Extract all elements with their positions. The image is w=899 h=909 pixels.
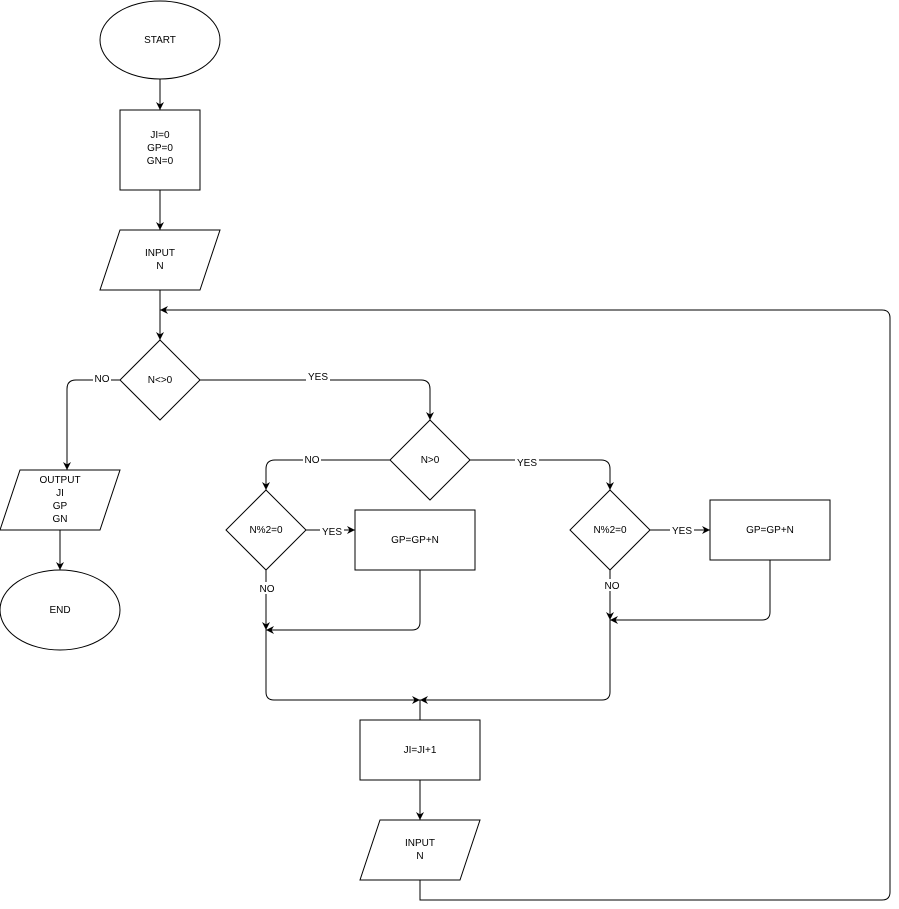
edge-nonzero-yes-to-positive — [200, 379, 434, 420]
decision-even-right: N%2=0 — [569, 489, 651, 571]
increment-label: JI=JI+1 — [404, 745, 437, 756]
process-right: GP=GP+N — [709, 499, 831, 561]
decision-nonzero-label: N<>0 — [148, 375, 173, 386]
end-label: END — [49, 605, 70, 616]
decision-even-right-label: N%2=0 — [593, 525, 627, 536]
decision-positive: N>0 — [389, 419, 471, 501]
output-line-3: GP — [53, 501, 68, 512]
input-n-loop-line-1: INPUT — [405, 838, 435, 849]
init-line-1: JI=0 — [150, 130, 170, 141]
edge-process-left-return — [266, 570, 421, 634]
edge-label-nonzero-no: NO — [95, 374, 110, 385]
output-node: OUTPUT JI GP GN — [0, 469, 121, 531]
output-line-4: GN — [53, 514, 68, 525]
process-right-label: GP=GP+N — [746, 525, 794, 536]
edge-positive-yes-to-even-right — [470, 459, 614, 490]
edge-label-even-right-yes: YES — [672, 526, 692, 537]
edge-label-even-right-no: NO — [605, 581, 620, 592]
input-n-loop-node: INPUT N — [359, 819, 481, 881]
input-n-node: INPUT N — [99, 229, 221, 291]
edge-label-even-left-yes: YES — [322, 527, 342, 538]
decision-even-left-label: N%2=0 — [249, 525, 283, 536]
input-n-line-1: INPUT — [145, 248, 175, 259]
edge-process-right-return — [610, 560, 771, 624]
decision-nonzero: N<>0 — [119, 339, 201, 421]
edge-label-even-left-no: NO — [260, 584, 275, 595]
input-n-loop-line-2: N — [416, 851, 423, 862]
decision-even-left: N%2=0 — [225, 489, 307, 571]
edge-label-positive-yes: YES — [517, 458, 537, 469]
start-label: START — [144, 35, 176, 46]
edge-input-loop-back — [160, 306, 891, 901]
start-node: START — [99, 0, 221, 80]
end-node: END — [0, 569, 121, 651]
process-left: GP=GP+N — [354, 509, 476, 571]
process-left-label: GP=GP+N — [391, 535, 439, 546]
input-n-line-2: N — [156, 261, 163, 272]
output-line-1: OUTPUT — [39, 475, 80, 486]
edge-nonzero-no-to-output — [63, 379, 120, 470]
init-line-3: GN=0 — [147, 156, 174, 167]
edge-label-positive-no: NO — [305, 455, 320, 466]
edges — [56, 79, 891, 901]
decision-positive-label: N>0 — [421, 455, 440, 466]
edge-left-merge — [265, 630, 420, 704]
output-line-2: JI — [56, 488, 64, 499]
edge-right-merge — [420, 620, 611, 704]
edge-positive-no-to-even-left — [262, 459, 390, 490]
edge-labels: NO YES NO YES YES NO YES NO — [93, 370, 694, 595]
init-process: JI=0 GP=0 GN=0 — [119, 109, 201, 191]
init-line-2: GP=0 — [147, 143, 173, 154]
edge-label-nonzero-yes: YES — [308, 372, 328, 383]
increment-process: JI=JI+1 — [359, 719, 481, 781]
